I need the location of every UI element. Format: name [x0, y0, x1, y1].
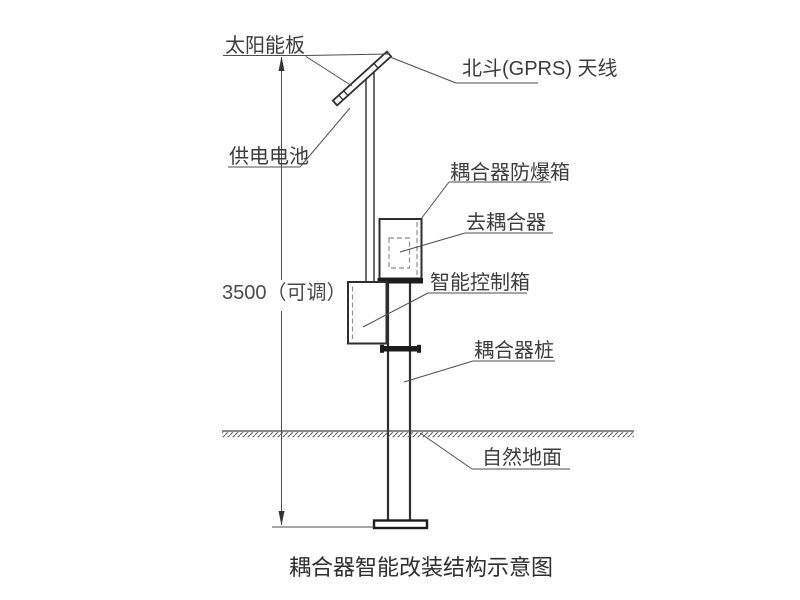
control-box-label: 智能控制箱 [430, 271, 530, 294]
dim-arrow-up [278, 56, 285, 71]
control-box [347, 281, 421, 353]
ground-hatch [222, 432, 634, 438]
battery-label: 供电电池 [229, 145, 309, 168]
dim-top-extension-line-2 [305, 53, 390, 56]
natural-ground-leader [419, 432, 473, 470]
box-mount-flange [377, 278, 423, 284]
coupler-pile [372, 283, 429, 530]
control-box-outline [347, 281, 388, 345]
antenna-label: 北斗(GPRS) 天线 [462, 57, 618, 80]
panel-divider-2 [343, 90, 349, 97]
natural-ground-label: 自然地面 [482, 446, 562, 469]
clamp-bolt-right [417, 344, 421, 353]
pole-mast [365, 70, 375, 282]
solar-panel-label: 太阳能板 [225, 34, 305, 57]
pile-base-plate [372, 519, 429, 530]
explosion-proof-box-label: 耦合器防爆箱 [450, 161, 570, 184]
dimension-text: 3500（可调） [222, 281, 347, 304]
coupler-pile-label: 耦合器桩 [474, 339, 554, 362]
solar-panel-assembly [331, 50, 393, 107]
dim-arrow-down [278, 511, 285, 526]
panel-divider-1 [338, 94, 344, 101]
explosion-proof-box-outline [378, 218, 423, 280]
ground [222, 430, 634, 438]
explosion-proof-box-leader [420, 181, 450, 220]
antenna-leader [389, 56, 457, 84]
clamp-bolt-left [380, 344, 384, 353]
coupler-pile-leader [403, 360, 474, 383]
antenna-divider [373, 62, 379, 69]
leader-lines [228, 56, 570, 470]
control-box-leader [362, 292, 429, 328]
height-dimension: 3500（可调） [222, 53, 390, 528]
pile-clamp [382, 346, 419, 352]
diagram-title: 耦合器智能改装结构示意图 [289, 555, 553, 580]
solar-panel-leader [305, 56, 353, 87]
coupler-dashed-outline [388, 237, 411, 269]
to-coupler-label: 去耦合器 [466, 211, 546, 234]
labels: 太阳能板 北斗(GPRS) 天线 供电电池 耦合器防爆箱 去耦合器 智能控制箱 … [225, 34, 618, 469]
explosion-proof-box [377, 218, 423, 284]
solar-panel-bar [331, 50, 393, 107]
to-coupler-leader [399, 232, 466, 253]
battery-leader [299, 107, 351, 168]
